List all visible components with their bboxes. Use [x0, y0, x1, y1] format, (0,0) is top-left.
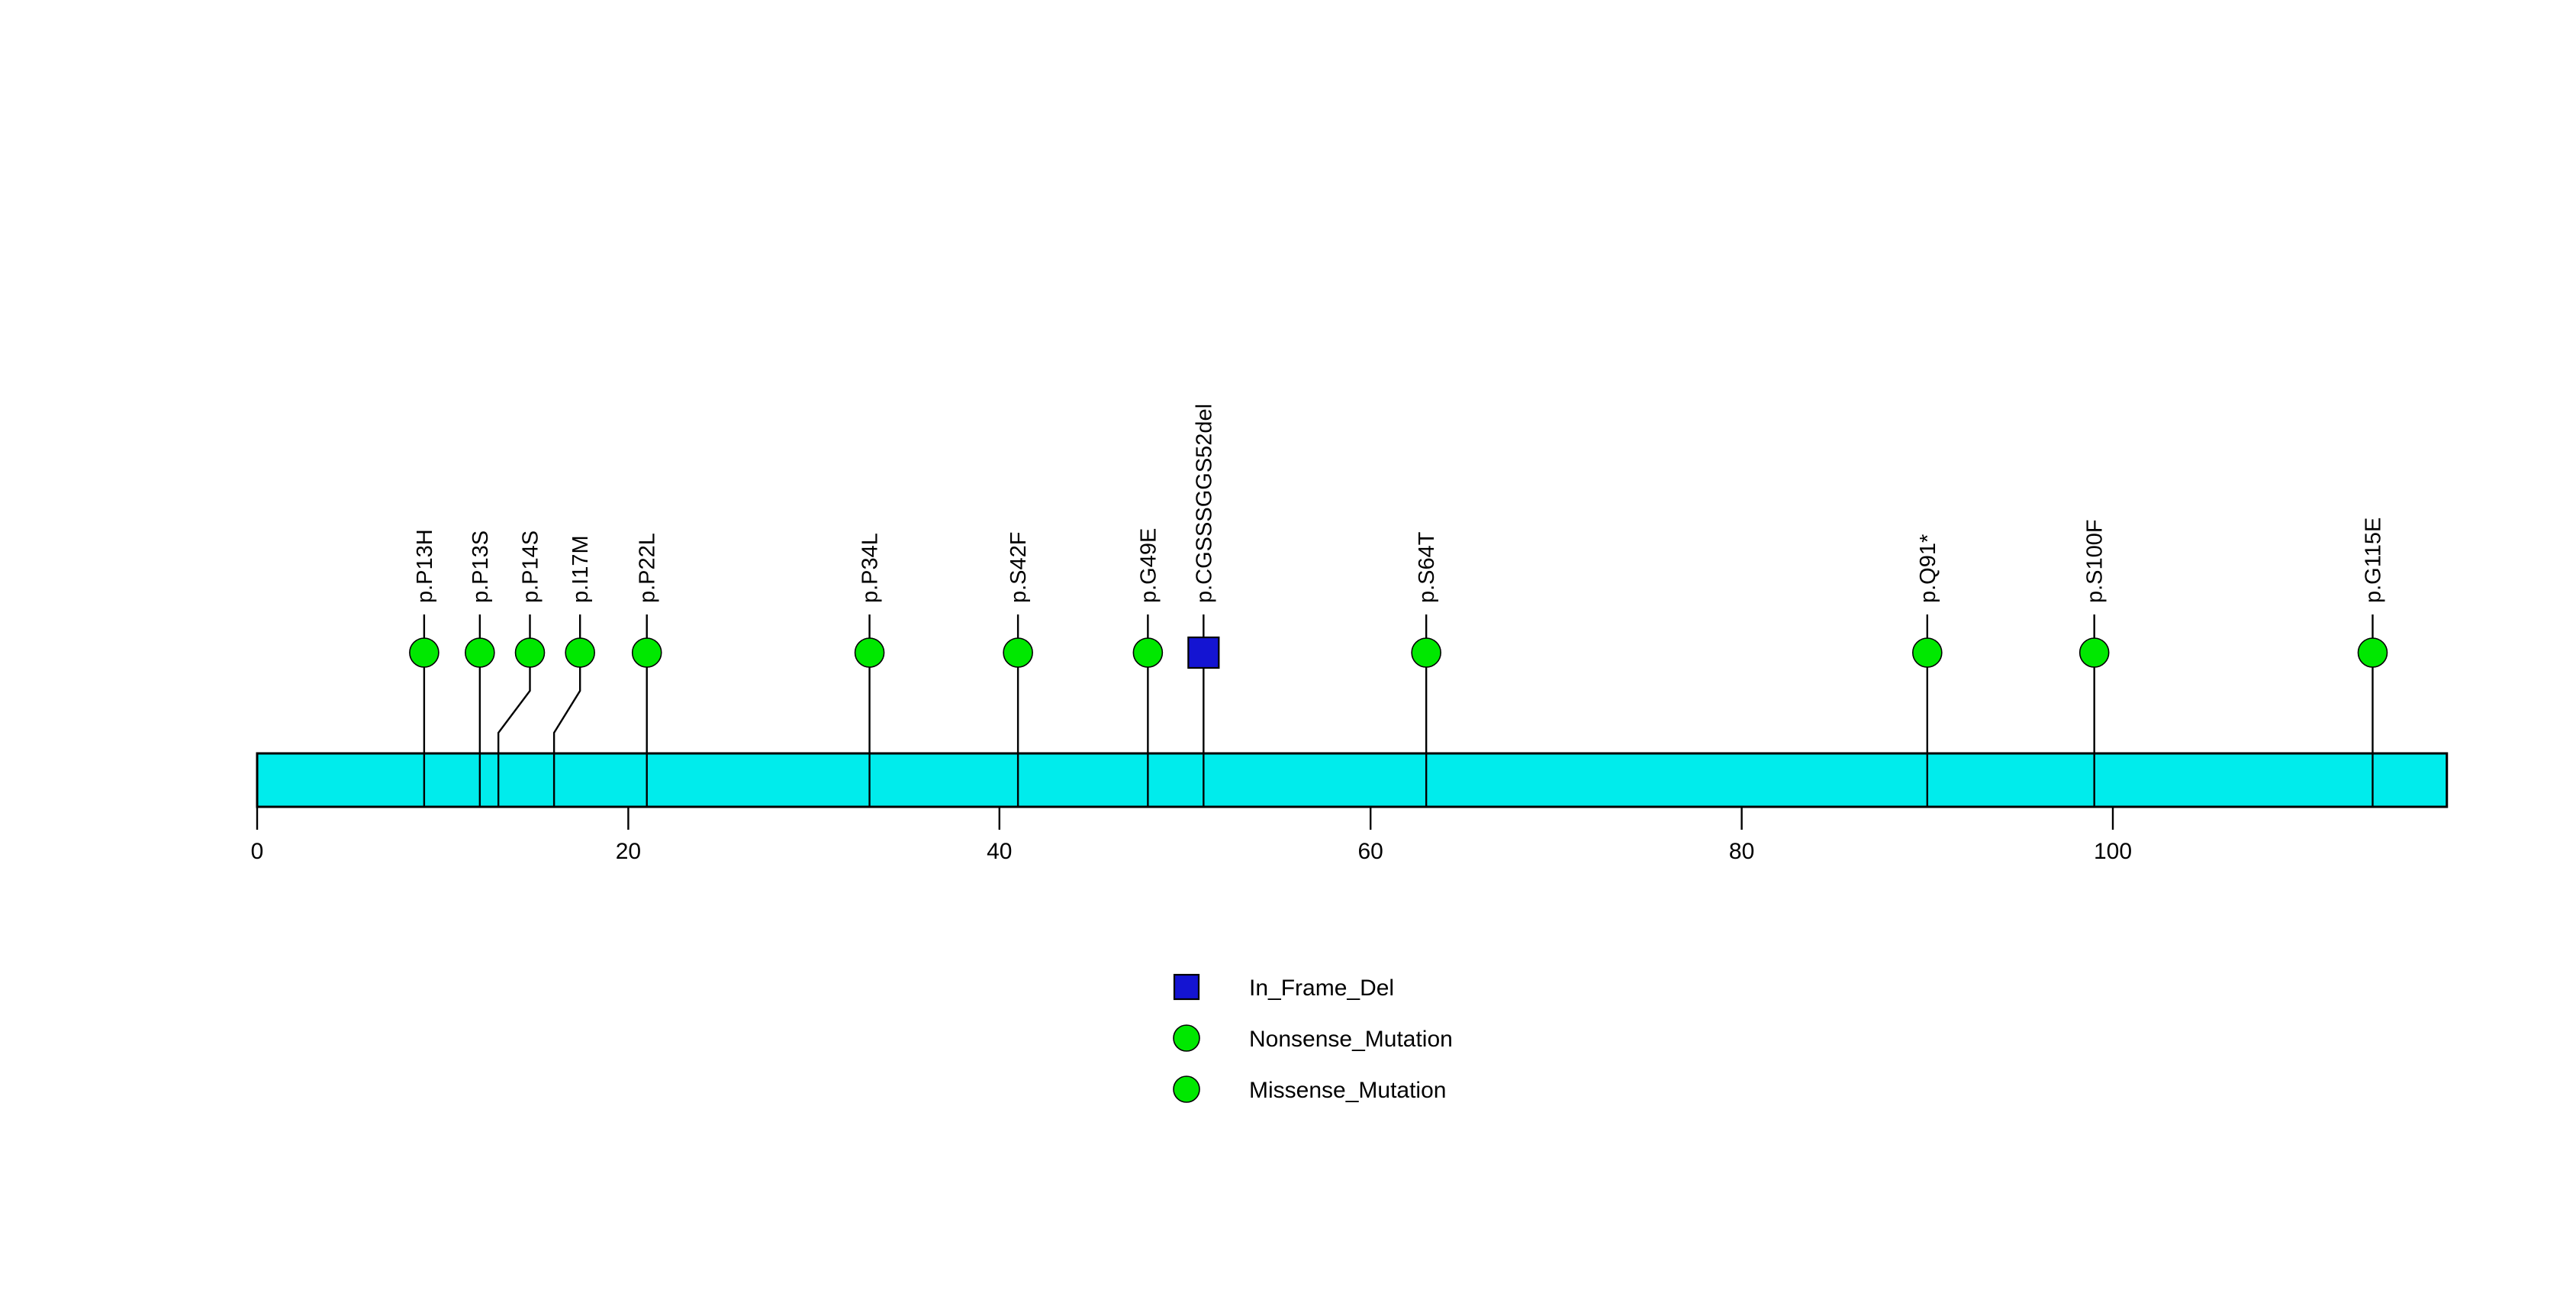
mutation-label: p.G115E — [2361, 518, 2385, 603]
legend-swatch-circle[interactable] — [1173, 1024, 1200, 1052]
x-axis-tick-label: 20 — [616, 839, 641, 864]
mutation-label: p.P13S — [469, 531, 493, 603]
mutation-label: p.S64T — [1415, 531, 1439, 603]
mutation-label: p.Q91* — [1916, 534, 1940, 603]
x-axis-tick-label: 80 — [1729, 839, 1754, 864]
mutation-marker-circle[interactable] — [1003, 637, 1033, 668]
mutation-marker-circle[interactable] — [631, 637, 662, 668]
mutation-label: p.P22L — [636, 533, 660, 603]
mutation-marker-circle[interactable] — [2357, 637, 2388, 668]
mutation-label: p.P13H — [413, 529, 437, 603]
x-axis-tick-label: 60 — [1358, 839, 1383, 864]
lollipop-labels-group: p.P13H p.P13S p.P14S p.I17M p.P22L p.P34L p.S4… — [413, 404, 2386, 603]
x-axis-tick-label: 0 — [251, 839, 264, 864]
legend-swatch-circle[interactable] — [1173, 1076, 1200, 1103]
mutation-marker-square[interactable] — [1187, 636, 1220, 669]
domain-bar-group — [256, 752, 2449, 808]
legend-label: Nonsense_Mutation — [1249, 1027, 1453, 1052]
lollipop-stem-lower — [552, 653, 581, 807]
mutation-marker-circle[interactable] — [1132, 637, 1164, 668]
mutation-label: p.I17M — [568, 535, 593, 603]
x-axis-group: 0 20 40 60 80 100 — [251, 805, 2132, 864]
legend-swatch-square[interactable] — [1173, 973, 1200, 1001]
mutation-marker-circle[interactable] — [1912, 637, 1943, 668]
mutation-marker-circle[interactable] — [1411, 637, 1441, 668]
mutation-label: p.P34L — [858, 533, 883, 603]
lollipop-markers-group — [409, 636, 2388, 669]
lollipop-stem-lower — [497, 653, 531, 807]
mutation-label: p.P14S — [519, 531, 543, 603]
legend-label: In_Frame_Del — [1249, 976, 1394, 1001]
legend-label: Missense_Mutation — [1249, 1078, 1446, 1103]
mutation-marker-circle[interactable] — [465, 637, 495, 668]
mutation-label: p.S42F — [1006, 532, 1031, 604]
mutation-marker-circle[interactable] — [514, 637, 546, 668]
protein-domain-bar — [256, 752, 2449, 808]
mutation-label: p.CGSSSGGS52del — [1192, 404, 1216, 603]
x-axis-tick-label: 100 — [2094, 839, 2132, 864]
mutation-marker-circle[interactable] — [2079, 637, 2110, 668]
mutation-marker-circle[interactable] — [565, 637, 595, 668]
legend-group: In_Frame_DelNonsense_MutationMissense_Mu… — [1173, 973, 1453, 1103]
mutation-label: p.S100F — [2083, 519, 2107, 603]
mutation-label: p.G49E — [1136, 528, 1161, 603]
mutation-marker-circle[interactable] — [409, 637, 440, 668]
x-axis-tick-label: 40 — [987, 839, 1012, 864]
mutation-marker-circle[interactable] — [854, 637, 885, 668]
